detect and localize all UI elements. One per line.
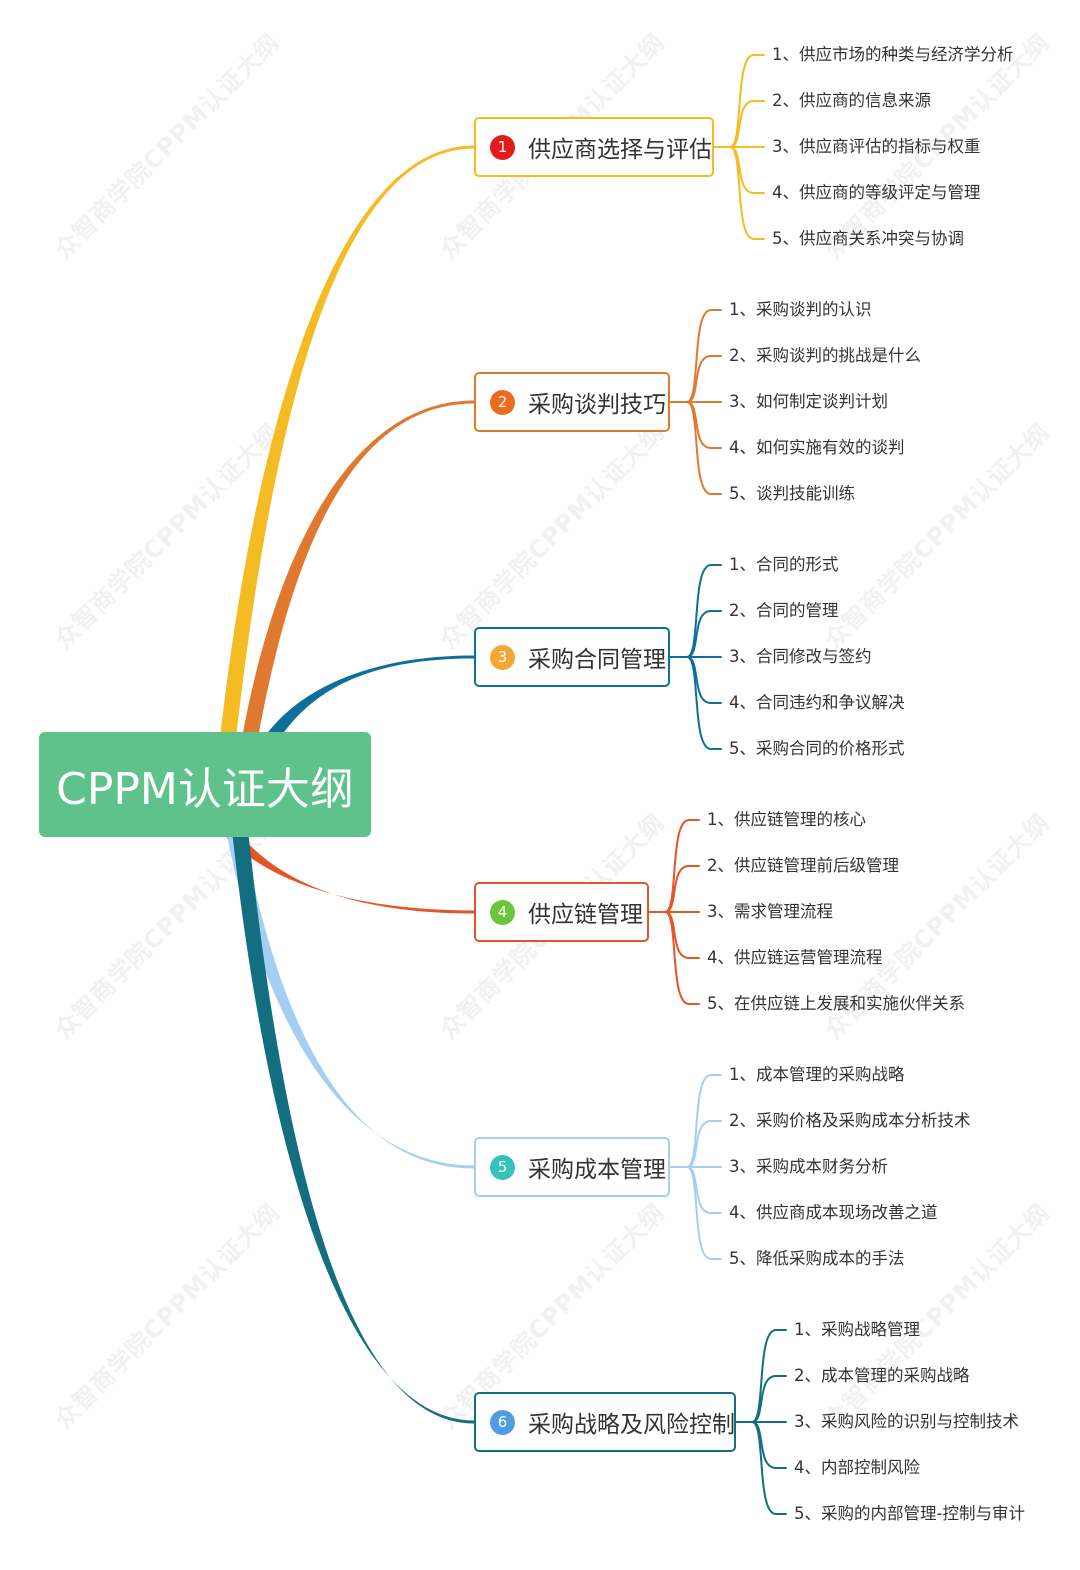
leaf-connector [686,1120,722,1168]
leaf-connector [686,401,722,495]
leaf-connector [686,355,722,403]
leaf-item: 2、合同的管理 [729,601,839,620]
number-badge: 2 [490,389,515,415]
leaf-item: 2、成本管理的采购战略 [794,1366,970,1385]
leaf-item: 3、采购风险的识别与控制技术 [794,1412,1019,1431]
number-badge: 1 [490,134,515,160]
leaf-item: 3、供应商评估的指标与权重 [772,137,981,156]
leaf-item: 5、采购合同的价格形式 [729,739,905,758]
leaf-item: 1、合同的形式 [729,555,839,574]
root-label: CPPM认证大纲 [56,763,354,815]
branch-node-3: 3 采购合同管理 [474,627,670,687]
leaf-item: 1、采购谈判的认识 [729,300,872,319]
leaf-item: 5、供应商关系冲突与协调 [772,229,964,248]
leaf-item: 3、需求管理流程 [707,902,833,921]
number-badge: 4 [490,899,515,925]
branch-connector-1 [220,145,474,738]
number-badge: 3 [490,644,515,670]
leaf-connector [686,610,722,658]
branch-node-1: 1 供应商选择与评估 [474,117,714,177]
leaf-connector [686,1166,722,1260]
leaf-item: 4、供应商的等级评定与管理 [772,183,981,202]
leaf-connector [664,819,700,913]
leaf-item: 1、供应链管理的核心 [707,810,866,829]
leaf-item: 1、成本管理的采购战略 [729,1065,905,1084]
leaf-connector [751,1375,787,1423]
branch-node-4: 4 供应链管理 [474,882,649,942]
number-badge: 6 [490,1409,515,1435]
branch-node-6: 6 采购战略及风险控制 [474,1392,736,1452]
leaf-connector [751,1421,787,1515]
number-badge: 5 [490,1154,515,1180]
leaf-item: 5、在供应链上发展和实施伙伴关系 [707,994,965,1013]
leaf-connector [664,865,700,913]
leaf-connector [751,1329,787,1423]
branch-label: 采购谈判技巧 [528,392,666,418]
branch-node-2: 2 采购谈判技巧 [474,372,670,432]
branch-label: 采购战略及风险控制 [528,1412,735,1438]
branch-connector-4 [220,830,474,914]
root-node: CPPM认证大纲 [39,732,371,837]
leaf-connector [686,656,722,750]
leaf-item: 1、采购战略管理 [794,1320,920,1339]
leaf-item: 2、采购谈判的挑战是什么 [729,346,921,365]
leaf-connector [729,54,765,148]
leaf-item: 5、采购的内部管理-控制与审计 [794,1504,1025,1523]
leaf-item: 4、合同违约和争议解决 [729,693,905,712]
branch-connector-3 [264,655,474,738]
leaf-connector [729,100,765,148]
branch-connector-6 [232,830,474,1424]
leaf-connector [664,911,700,1005]
leaf-connector [686,564,722,658]
branch-node-5: 5 采购成本管理 [474,1137,670,1197]
leaf-item: 5、谈判技能训练 [729,484,855,503]
leaf-item: 2、供应链管理前后级管理 [707,856,899,875]
leaf-connector [686,1074,722,1168]
leaf-item: 4、内部控制风险 [794,1458,920,1477]
leaf-item: 4、供应商成本现场改善之道 [729,1203,938,1222]
leaf-item: 4、供应链运营管理流程 [707,948,883,967]
leaf-item: 3、采购成本财务分析 [729,1157,888,1176]
leaf-item: 3、合同修改与签约 [729,647,872,666]
leaf-item: 4、如何实施有效的谈判 [729,438,905,457]
leaf-connector [729,146,765,240]
leaf-item: 3、如何制定谈判计划 [729,392,888,411]
branch-label: 供应商选择与评估 [528,137,712,163]
branch-label: 采购合同管理 [528,647,666,673]
leaf-connector [686,309,722,403]
leaf-item: 2、供应商的信息来源 [772,91,931,110]
leaf-item: 2、采购价格及采购成本分析技术 [729,1111,971,1130]
branch-label: 供应链管理 [528,902,643,928]
leaf-item: 5、降低采购成本的手法 [729,1249,905,1268]
leaf-item: 1、供应市场的种类与经济学分析 [772,45,1014,64]
branch-label: 采购成本管理 [528,1157,666,1183]
